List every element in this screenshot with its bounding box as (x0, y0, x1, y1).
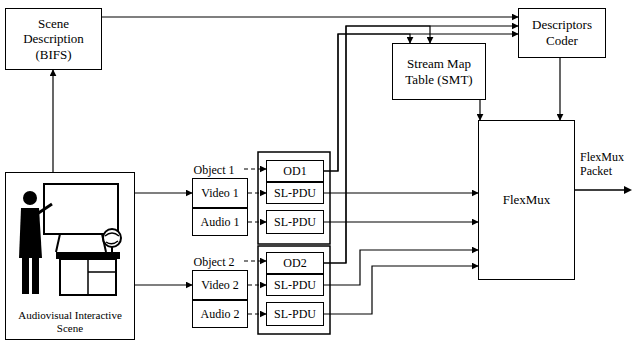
connector (135, 284, 192, 285)
packet-box: SL-PDU (266, 182, 324, 204)
group-frame (258, 152, 330, 244)
connector (324, 221, 478, 222)
node-text: Stream Map Table (SMT) (397, 56, 481, 87)
node-text: SL-PDU (274, 215, 316, 229)
connector (248, 221, 266, 222)
stream-box: Video 2 (192, 270, 248, 300)
packet-box: SL-PDU (266, 210, 324, 234)
arrow-head (624, 186, 632, 194)
connector (52, 70, 53, 172)
connector (248, 284, 266, 285)
node-text: Video 2 (201, 278, 239, 292)
packet-box: SL-PDU (266, 302, 324, 326)
node-text: SL-PDU (274, 278, 316, 292)
connector (248, 192, 266, 193)
node-text: Video 1 (201, 186, 239, 200)
output-label: FlexMux Packet (580, 150, 632, 179)
connector (479, 100, 480, 120)
stream-box: Audio 1 (192, 208, 248, 236)
node-text: OD2 (283, 256, 306, 270)
connector (244, 260, 266, 261)
scene-illustration (19, 184, 121, 295)
connector (559, 58, 560, 120)
node-text: Descriptors Coder (523, 17, 601, 48)
connector (244, 168, 266, 169)
descriptor-box: OD1 (266, 160, 324, 182)
connector (135, 192, 192, 193)
output-arrow (575, 189, 626, 190)
node-text: Audio 2 (201, 307, 240, 321)
node-text: Object 1 (194, 163, 235, 177)
connector (324, 266, 478, 314)
packet-box: SL-PDU (266, 274, 324, 296)
node-text: SL-PDU (274, 307, 316, 321)
connector (324, 192, 478, 193)
process-box: Stream Map Table (SMT) (392, 43, 486, 100)
node-text: SL-PDU (274, 186, 316, 200)
process-box: Scene Description (BIFS) (5, 8, 102, 70)
descriptor-box: OD2 (266, 252, 324, 274)
node-text: FlexMux (503, 192, 551, 208)
node-text: Audiovisual Interactive Scene (10, 309, 130, 335)
process-box: Descriptors Coder (518, 8, 606, 58)
group-frame (258, 246, 330, 334)
stream-box: Audio 2 (192, 300, 248, 328)
node-text: Scene Description (BIFS) (10, 16, 97, 63)
connector (248, 313, 266, 314)
connector (102, 16, 518, 17)
connector (324, 250, 478, 285)
scene-box: Audiovisual Interactive Scene (5, 172, 135, 340)
node-text: Object 2 (194, 255, 235, 269)
node-text: Audio 1 (201, 215, 240, 229)
node-text: OD1 (283, 164, 306, 178)
multiplexer-box: FlexMux (478, 120, 575, 280)
stream-box: Video 1 (192, 178, 248, 208)
